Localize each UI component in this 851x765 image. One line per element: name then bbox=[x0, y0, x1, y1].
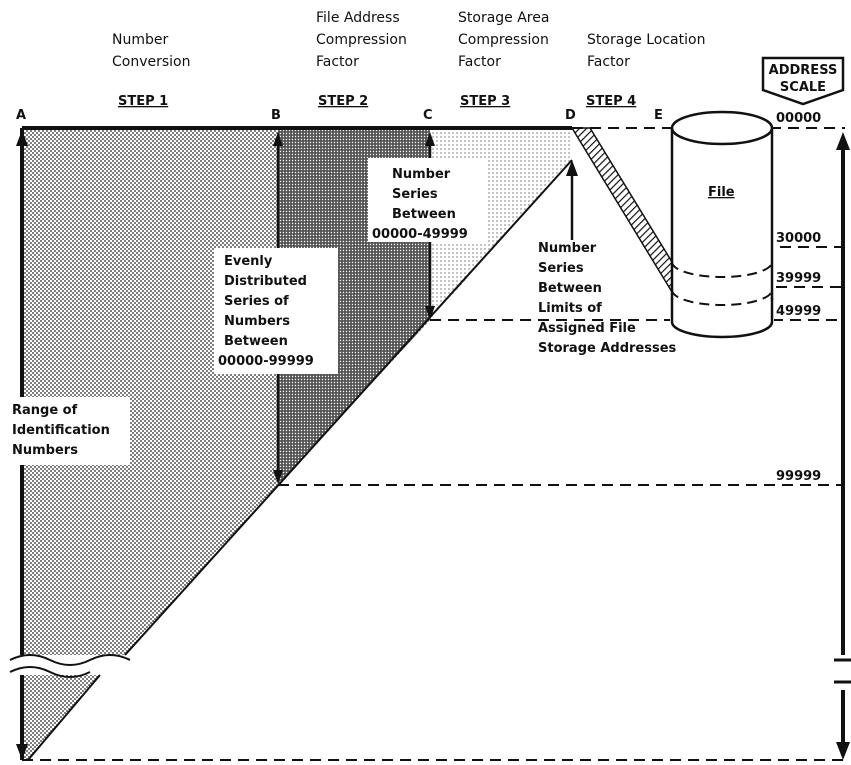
series-c-line2: Series bbox=[392, 187, 438, 202]
address-scale-line2: SCALE bbox=[780, 80, 826, 95]
step2-title-line2: Compression bbox=[316, 32, 407, 48]
step4-label: STEP 4 bbox=[586, 94, 636, 109]
evenly-label-line4: Numbers bbox=[224, 314, 290, 329]
series-d-line3: Between bbox=[538, 281, 602, 296]
address-30000: 30000 bbox=[776, 231, 821, 246]
point-a: A bbox=[16, 108, 26, 123]
series-c-line4: 00000-49999 bbox=[372, 227, 468, 242]
scale-arrow-head-top bbox=[836, 132, 850, 150]
address-49999: 49999 bbox=[776, 304, 821, 319]
file-cylinder bbox=[670, 112, 774, 337]
file-label: File bbox=[708, 185, 735, 200]
evenly-label-line3: Series of bbox=[224, 294, 289, 309]
series-d-line4: Limits of bbox=[538, 301, 602, 316]
break-mark-left bbox=[10, 655, 130, 665]
address-99999: 99999 bbox=[776, 469, 821, 484]
address-39999: 39999 bbox=[776, 271, 821, 286]
step1-label: STEP 1 bbox=[118, 94, 168, 109]
step2-title-line3: Factor bbox=[316, 54, 359, 70]
point-c: C bbox=[423, 108, 433, 123]
step4-title-line1: Storage Location bbox=[587, 32, 705, 48]
series-d-line2: Series bbox=[538, 261, 584, 276]
evenly-label-line5: Between bbox=[224, 334, 288, 349]
step3-title-line3: Factor bbox=[458, 54, 501, 70]
step1-title-line2: Conversion bbox=[112, 54, 191, 70]
point-d: D bbox=[565, 108, 576, 123]
evenly-label-line2: Distributed bbox=[224, 274, 307, 289]
step1-region bbox=[22, 128, 278, 655]
address-scale-box: ADDRESS SCALE bbox=[763, 58, 843, 104]
scale-arrow-head-bottom bbox=[836, 742, 850, 760]
series-c-line1: Number bbox=[392, 167, 451, 182]
evenly-label-line1: Evenly bbox=[224, 254, 273, 269]
step3-label: STEP 3 bbox=[460, 94, 510, 109]
step3-title-line2: Compression bbox=[458, 32, 549, 48]
address-00000: 00000 bbox=[776, 111, 821, 126]
series-c-line3: Between bbox=[392, 207, 456, 222]
evenly-label-line6: 00000-99999 bbox=[218, 354, 314, 369]
series-d-line5: Assigned File bbox=[538, 321, 636, 336]
step1-title-line1: Number bbox=[112, 32, 168, 48]
step2-title-line1: File Address bbox=[316, 10, 400, 26]
point-e: E bbox=[654, 108, 663, 123]
step2-label: STEP 2 bbox=[318, 94, 368, 109]
address-scale-line1: ADDRESS bbox=[769, 63, 838, 78]
range-label-line1: Range of bbox=[12, 403, 78, 418]
point-b: B bbox=[271, 108, 281, 123]
step4-title-line2: Factor bbox=[587, 54, 630, 70]
series-d-line6: Storage Addresses bbox=[538, 341, 677, 356]
step3-title-line1: Storage Area bbox=[458, 10, 549, 26]
range-label-line2: Identification bbox=[12, 423, 110, 438]
series-d-line1: Number bbox=[538, 241, 597, 256]
range-label-line3: Numbers bbox=[12, 443, 78, 458]
